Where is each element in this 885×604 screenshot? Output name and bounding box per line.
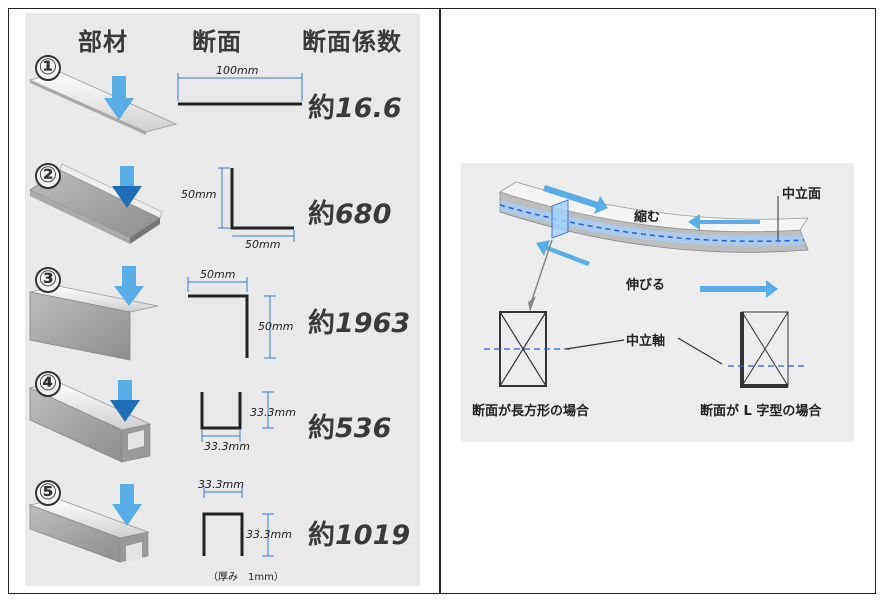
dim-2-height: 50mm <box>181 188 217 201</box>
dim-2-width: 50mm <box>245 238 281 251</box>
load-arrow-2 <box>112 166 142 208</box>
l-section <box>728 311 808 388</box>
row-number-5: ⑤ <box>35 480 61 506</box>
l-case-label: 断面が L 字型の場合 <box>700 404 822 419</box>
rect-case-label: 断面が長方形の場合 <box>472 404 590 419</box>
dim-3-height: 50mm <box>258 320 294 333</box>
row-number-2: ② <box>35 163 61 189</box>
outer-frame <box>8 8 876 594</box>
dim-5-width: 33.3mm <box>198 478 244 491</box>
dim-4-width: 33.3mm <box>204 440 250 453</box>
dim-3-width: 50mm <box>200 268 236 281</box>
load-arrow-1 <box>104 76 134 120</box>
row-number-1: ① <box>35 55 61 81</box>
header-member: 部材 <box>78 28 128 56</box>
modulus-3: 約1963 <box>308 308 411 339</box>
header-modulus: 断面係数 <box>302 28 402 56</box>
modulus-4: 約536 <box>308 413 392 444</box>
section-4-shape <box>200 391 274 442</box>
member-4-channel <box>28 381 152 463</box>
member-5-channel <box>28 498 150 563</box>
rect-section <box>484 311 570 387</box>
modulus-5: 約1019 <box>308 520 411 551</box>
load-arrow-3 <box>114 266 144 306</box>
thickness-note: （厚み 1mm） <box>208 572 284 583</box>
dim-5-height: 33.3mm <box>246 528 292 541</box>
load-arrow-5 <box>112 484 142 526</box>
load-arrow-4 <box>110 380 140 422</box>
stretch-label: 伸びる <box>626 278 666 293</box>
row-number-4: ④ <box>35 371 61 397</box>
dim-4-height: 33.3mm <box>250 406 296 419</box>
panel-divider <box>439 8 441 594</box>
row-number-3: ③ <box>35 267 61 293</box>
modulus-2: 約680 <box>308 199 392 230</box>
modulus-1: 約16.6 <box>308 93 402 124</box>
dim-1-width: 100mm <box>216 64 259 77</box>
section-3-shape <box>187 277 276 359</box>
stretch-arrows <box>536 240 778 298</box>
compress-arrows <box>543 185 760 230</box>
section-2-shape <box>218 167 295 242</box>
neutral-axis-label: 中立軸 <box>626 334 666 349</box>
neutral-plane-label: 中立面 <box>782 187 822 202</box>
header-section: 断面 <box>192 28 242 56</box>
compress-label: 縮む <box>634 210 661 225</box>
section-5-shape <box>202 486 274 557</box>
section-1-shape <box>177 73 303 106</box>
